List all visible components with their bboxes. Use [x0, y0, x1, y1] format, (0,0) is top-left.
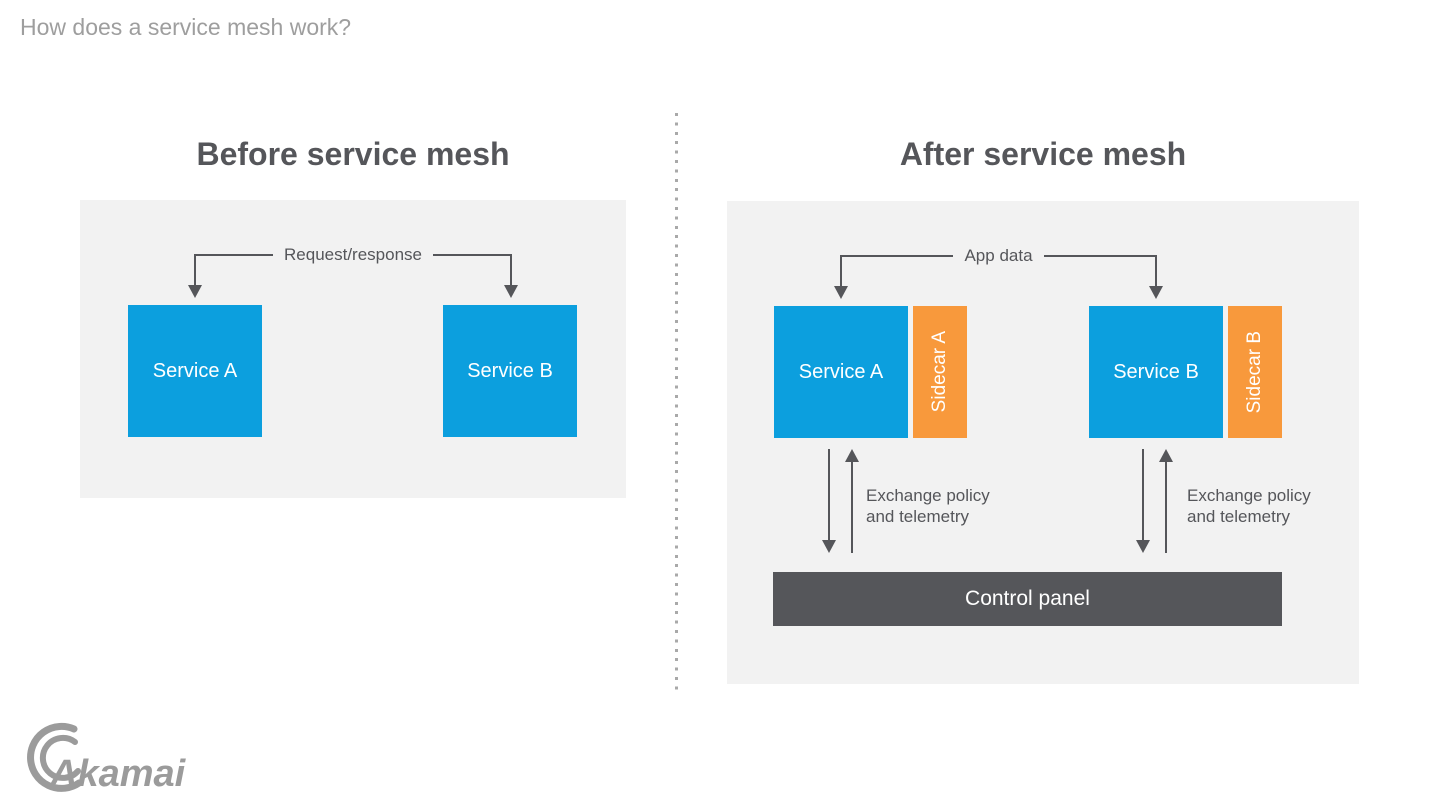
service-b-box: Service B	[1089, 306, 1223, 438]
exchange-down-line	[828, 449, 830, 541]
exchange-policy-label: Exchange policy and telemetry	[1187, 486, 1311, 526]
exchange-up-line	[851, 461, 853, 553]
service-a-label: Service A	[152, 359, 238, 382]
arrow-down-icon	[822, 540, 836, 553]
after-panel: App data Service A Sidecar A Service B S…	[727, 201, 1359, 684]
exchange-policy-label: Exchange policy and telemetry	[866, 486, 990, 526]
sidecar-a-box: Sidecar A	[913, 306, 967, 438]
akamai-logo-icon: Akamai	[27, 722, 187, 795]
exchange-up-line	[1165, 461, 1167, 553]
connector-line-left	[840, 255, 954, 257]
logo-text: Akamai	[49, 753, 187, 795]
sidecar-b-box: Sidecar B	[1228, 306, 1282, 438]
arrow-down-icon	[1136, 540, 1150, 553]
service-a-label: Service A	[798, 360, 884, 383]
connector-line-right	[433, 254, 513, 256]
exchange-down-line	[1142, 449, 1144, 541]
logo-swoosh-inner	[39, 734, 81, 781]
service-a-box: Service A	[128, 305, 262, 437]
service-a-box: Service A	[774, 306, 908, 438]
app-data-connector: App data	[840, 246, 1157, 266]
connector-line-right	[1043, 255, 1157, 257]
before-section-title: Before service mesh	[196, 136, 510, 172]
sidecar-a-label: Sidecar A	[929, 331, 950, 413]
after-section-title: After service mesh	[899, 136, 1187, 172]
sidecar-b-label: Sidecar B	[1244, 330, 1265, 414]
control-panel-label: Control panel	[965, 587, 1090, 610]
service-b-box: Service B	[443, 305, 577, 437]
connector-line-left	[194, 254, 274, 256]
arrow-down-icon	[834, 286, 848, 299]
arrow-up-icon	[1159, 449, 1173, 462]
connector-stem-left	[840, 256, 842, 286]
app-data-label: App data	[964, 246, 1033, 265]
arrow-up-icon	[845, 449, 859, 462]
request-response-label: Request/response	[284, 245, 422, 264]
logo-swoosh-outer	[27, 722, 83, 792]
connector-stem-right	[1155, 256, 1157, 286]
control-panel-box: Control panel	[773, 572, 1282, 626]
before-panel: Request/response Service A Service B	[80, 200, 626, 498]
connector-stem-right	[510, 255, 512, 285]
connector-stem-left	[194, 255, 196, 285]
arrow-down-icon	[504, 285, 518, 298]
akamai-logo: Akamai	[16, 720, 191, 803]
page-title: How does a service mesh work?	[20, 14, 352, 40]
service-b-label: Service B	[467, 359, 553, 382]
arrow-down-icon	[1149, 286, 1163, 299]
arrow-down-icon	[188, 285, 202, 298]
dotted-divider	[675, 113, 678, 691]
service-b-label: Service B	[1113, 360, 1199, 383]
request-response-connector: Request/response	[194, 245, 513, 265]
